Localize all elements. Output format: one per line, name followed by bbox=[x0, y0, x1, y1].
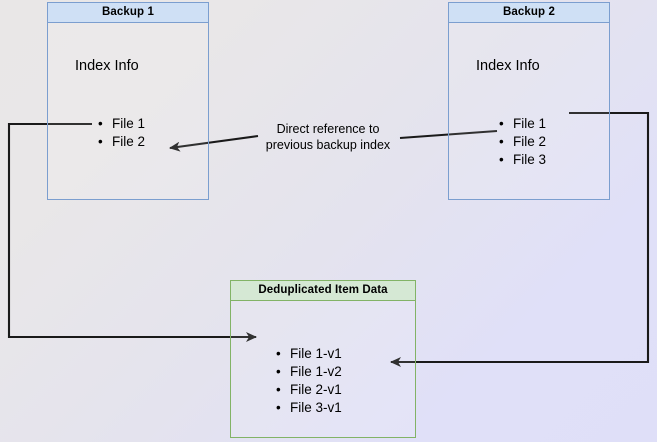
deduplicated-item-data-box[interactable]: Deduplicated Item Data File 1-v1 File 1-… bbox=[230, 280, 416, 438]
backup-1-body: Index Info File 1 File 2 bbox=[48, 23, 208, 199]
list-item: File 1 bbox=[98, 115, 145, 133]
backup-1-header: Backup 1 bbox=[48, 3, 208, 23]
dedup-file-list: File 1-v1 File 1-v2 File 2-v1 File 3-v1 bbox=[276, 345, 342, 417]
deduplicated-item-data-header: Deduplicated Item Data bbox=[231, 281, 415, 301]
backup-2-index-info-label: Index Info bbox=[476, 58, 540, 74]
deduplicated-item-data-body: File 1-v1 File 1-v2 File 2-v1 File 3-v1 bbox=[231, 301, 415, 437]
backup-2-body: Index Info File 1 File 2 File 3 bbox=[449, 23, 609, 199]
list-item: File 3 bbox=[499, 151, 546, 169]
backup-1-index-info-label: Index Info bbox=[75, 58, 139, 74]
list-item: File 1-v1 bbox=[276, 345, 342, 363]
direct-reference-annotation: Direct reference to previous backup inde… bbox=[265, 122, 391, 152]
backup-2-header: Backup 2 bbox=[449, 3, 609, 23]
list-item: File 2 bbox=[499, 133, 546, 151]
list-item: File 3-v1 bbox=[276, 399, 342, 417]
list-item: File 2 bbox=[98, 133, 145, 151]
backup-2-file-list: File 1 File 2 File 3 bbox=[499, 115, 546, 169]
backup-2-box[interactable]: Backup 2 Index Info File 1 File 2 File 3 bbox=[448, 2, 610, 200]
backup-1-box[interactable]: Backup 1 Index Info File 1 File 2 bbox=[47, 2, 209, 200]
list-item: File 1-v2 bbox=[276, 363, 342, 381]
backup-1-file-list: File 1 File 2 bbox=[98, 115, 145, 151]
list-item: File 1 bbox=[499, 115, 546, 133]
list-item: File 2-v1 bbox=[276, 381, 342, 399]
